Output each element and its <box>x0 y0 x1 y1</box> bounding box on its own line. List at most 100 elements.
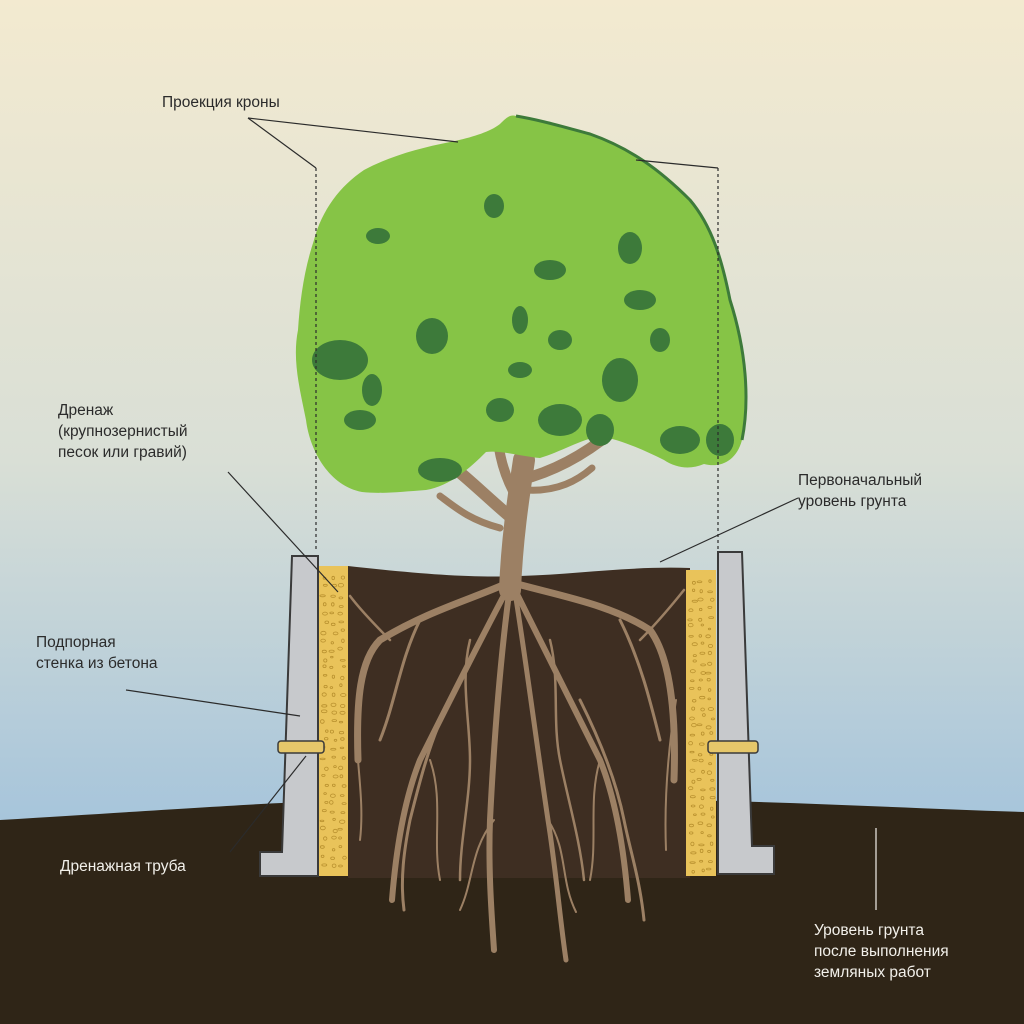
root-branch <box>547 819 577 913</box>
gravel-grain <box>330 641 334 645</box>
gravel-grain <box>331 692 336 697</box>
gravel-grain <box>340 704 346 709</box>
gravel-grain <box>322 611 328 616</box>
gravel-grain <box>331 863 337 868</box>
root-branch <box>509 581 631 903</box>
gravel-grain <box>319 757 326 761</box>
gravel-grain <box>321 704 328 708</box>
crown-shadow-spot <box>416 318 448 354</box>
tree-crown <box>295 115 746 493</box>
root-branch <box>618 618 662 742</box>
gravel-grain <box>707 707 715 711</box>
leader-original-ground <box>659 497 799 563</box>
gravel-grain <box>688 823 694 828</box>
root-branch <box>400 698 452 912</box>
gravel-grain <box>323 658 328 663</box>
gravel-grain <box>691 599 698 603</box>
gravel-grain <box>708 860 713 863</box>
gravel-grain <box>328 649 335 653</box>
gravel-grain <box>691 642 698 647</box>
gravel-grain <box>689 795 696 799</box>
gravel-grain <box>710 597 715 602</box>
gravel-grain <box>340 675 345 681</box>
gravel-grain <box>321 863 328 867</box>
gravel-grain <box>319 845 325 849</box>
gravel-grain <box>320 854 325 858</box>
gravel-grain <box>331 719 337 722</box>
gravel-grain <box>699 589 703 594</box>
gravel-grain <box>337 611 343 616</box>
gravel-grain <box>324 737 329 741</box>
gravel-grain <box>330 655 334 659</box>
gravel-grain <box>691 588 696 592</box>
gravel-grain <box>331 575 335 581</box>
gravel-grain <box>707 849 711 853</box>
gravel-grain <box>692 699 697 703</box>
gravel-grain <box>693 813 697 816</box>
gravel-grain <box>324 620 330 624</box>
gravel-grain <box>707 590 713 594</box>
crown-shadow-spot <box>418 458 462 482</box>
gravel-grain <box>329 611 335 615</box>
gravel-grain <box>330 747 337 751</box>
gravel-grain <box>699 848 704 854</box>
gravel-grain <box>690 804 696 808</box>
gravel-grain <box>319 825 326 831</box>
gravel-grain <box>331 755 336 759</box>
gravel-grain <box>710 717 715 721</box>
gravel-grain <box>339 794 345 797</box>
gravel-grain <box>699 804 704 809</box>
root-branch <box>511 583 569 963</box>
gravel-grain <box>710 778 715 782</box>
leader-drain-pipe <box>229 755 307 853</box>
gravel-grain <box>338 730 345 735</box>
gravel-grain <box>706 823 712 827</box>
gravel-grain <box>700 641 705 645</box>
gravel-grain <box>690 841 695 847</box>
gravel-grain <box>698 843 705 847</box>
gravel-grain <box>321 774 326 777</box>
gravel-grain <box>331 783 336 787</box>
gravel-grain <box>330 856 335 860</box>
gravel-grain <box>332 631 339 636</box>
root-branch <box>459 819 495 911</box>
gravel-grain <box>325 729 329 733</box>
gravel-grain <box>697 821 704 825</box>
crown-shadow-spot <box>344 410 376 430</box>
gravel-grain <box>708 762 712 766</box>
gravel-grain <box>337 646 343 651</box>
drainage-layer-left <box>318 566 348 876</box>
crown-shadow-spot <box>586 414 614 446</box>
root-branch <box>378 618 422 742</box>
label-retaining-wall: Подпорная стенка из бетона <box>36 634 158 672</box>
gravel-grain <box>697 753 703 757</box>
gravel-grain <box>702 713 706 717</box>
gravel-grain <box>324 783 329 787</box>
gravel-grain <box>707 688 712 692</box>
tree-roots <box>348 578 686 963</box>
crown-shadow-spot <box>618 232 642 264</box>
gravel-grain <box>324 801 329 804</box>
gravel-grain <box>698 758 704 763</box>
gravel-grain <box>322 673 328 677</box>
gravel-grain <box>689 687 695 690</box>
crown-shadow-spot <box>650 328 670 352</box>
root-branch <box>589 759 601 881</box>
gravel-grain <box>321 809 327 813</box>
root-branch <box>348 594 392 642</box>
crown-shadow-spot <box>312 340 368 380</box>
label-drainage: Дренаж (крупнозернистый песок или гравий… <box>58 402 188 461</box>
retaining-wall-right <box>717 551 775 875</box>
gravel-grain <box>322 583 328 587</box>
gravel-grain <box>698 678 703 682</box>
gravel-grain <box>330 702 337 707</box>
gravel-grain <box>342 665 346 668</box>
gravel-grain <box>688 786 694 791</box>
gravel-grain <box>689 831 694 835</box>
gravel-grain <box>707 650 713 656</box>
gravel-grain <box>338 620 345 624</box>
label-original-ground-level: Первоначальный уровень грунта <box>798 472 923 510</box>
gravel-grain <box>320 638 326 643</box>
gravel-grain <box>324 766 329 771</box>
